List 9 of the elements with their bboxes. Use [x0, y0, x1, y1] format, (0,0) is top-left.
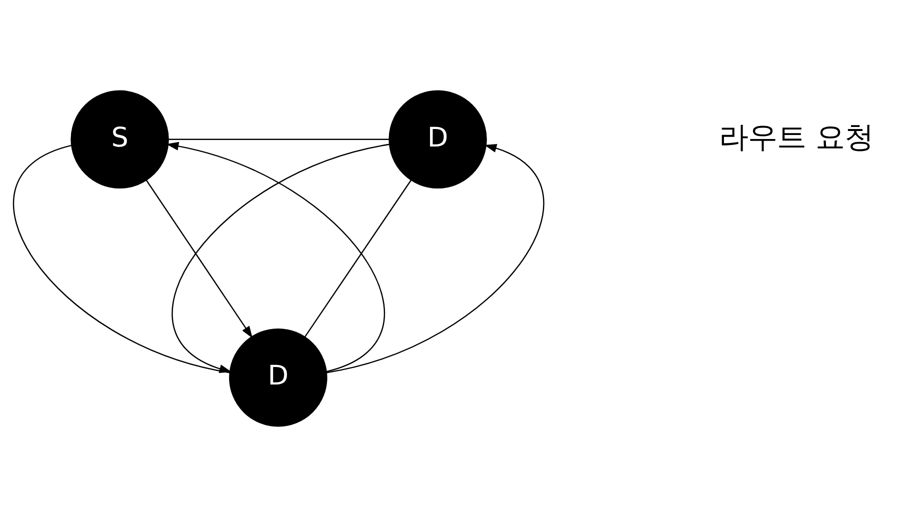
connector	[304, 179, 412, 337]
node-circle: D	[388, 90, 487, 188]
node-circle: S	[70, 90, 169, 188]
node-circle: D	[229, 328, 328, 426]
connector	[168, 138, 389, 140]
label: 라우트 요청	[719, 120, 874, 154]
arrow	[146, 179, 253, 338]
connector	[13, 144, 230, 373]
arrow	[326, 144, 544, 373]
